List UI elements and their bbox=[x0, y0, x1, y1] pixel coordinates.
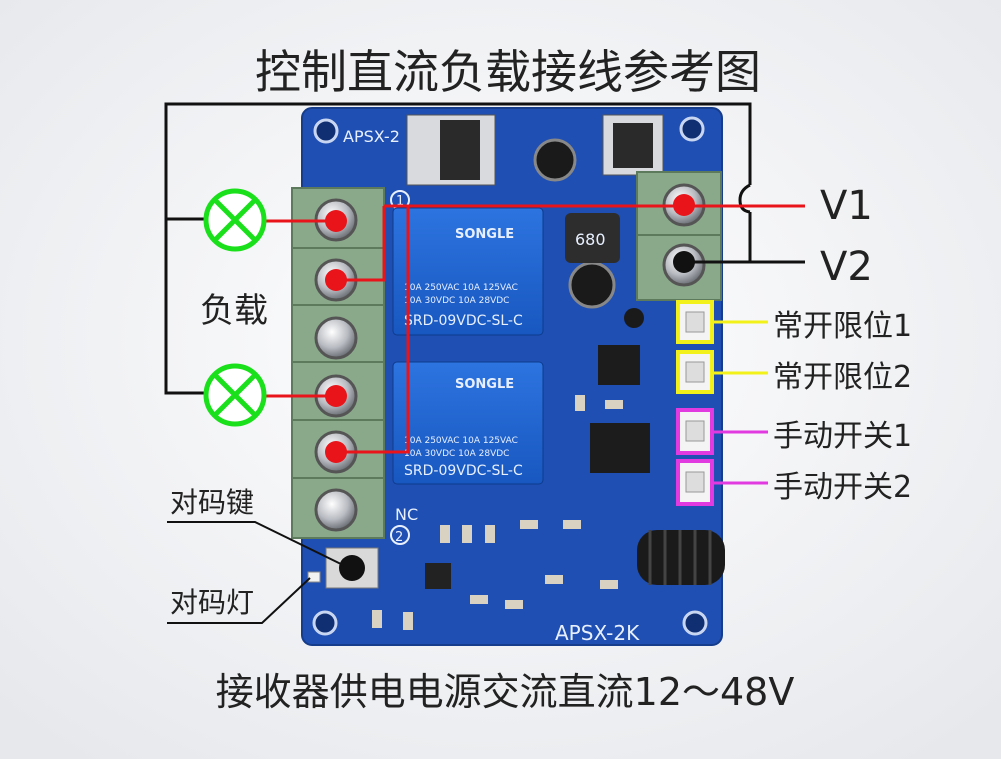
v1-label: V1 bbox=[820, 183, 873, 229]
black-terminal-dot bbox=[673, 251, 695, 273]
load-label: 负载 bbox=[200, 291, 268, 331]
circle-1-label: 1 bbox=[396, 194, 404, 209]
terminal-screw-6 bbox=[314, 488, 358, 532]
antenna-coil bbox=[637, 530, 725, 585]
relay-1-rating2: 10A 30VDC 10A 28VDC bbox=[404, 296, 509, 306]
circle-2-label: 2 bbox=[395, 530, 403, 545]
manual1-label: 手动开关1 bbox=[773, 419, 912, 454]
inductor-label: 680 bbox=[575, 230, 606, 249]
connector-limit2 bbox=[676, 350, 714, 394]
limit2-label: 常开限位2 bbox=[773, 360, 912, 395]
pair-leader-lines bbox=[167, 521, 346, 624]
lamp-icon-1 bbox=[203, 188, 267, 252]
red-terminal-dots bbox=[325, 194, 695, 463]
terminal-screw-3 bbox=[314, 316, 358, 360]
pair-led-label: 对码灯 bbox=[170, 586, 254, 619]
relay-1: SONGLE 10A 250VAC 10A 125VAC 10A 30VDC 1… bbox=[392, 207, 544, 336]
relay-2-rating2: 10A 30VDC 10A 28VDC bbox=[404, 449, 509, 459]
relay-1-part: SRD-09VDC-SL-C bbox=[404, 313, 523, 329]
relay-1-rating1: 10A 250VAC 10A 125VAC bbox=[404, 283, 518, 293]
footer-note: 接收器供电电源交流直流12～48V bbox=[216, 670, 795, 714]
pair-button[interactable] bbox=[325, 547, 379, 589]
pair-led bbox=[307, 571, 321, 583]
relay-2: SONGLE 10A 250VAC 10A 125VAC 10A 30VDC 1… bbox=[392, 361, 544, 485]
output-terminal-block bbox=[291, 187, 385, 539]
manual2-label: 手动开关2 bbox=[773, 470, 912, 505]
board-model-top: APSX-2 bbox=[343, 127, 400, 146]
v2-label: V2 bbox=[820, 244, 873, 290]
nc-label: NC bbox=[395, 505, 418, 524]
limit1-label: 常开限位1 bbox=[773, 309, 912, 344]
manual-lines bbox=[712, 430, 768, 485]
relay-1-brand: SONGLE bbox=[455, 227, 514, 242]
connector-limit1 bbox=[676, 300, 714, 344]
red-wire bbox=[265, 204, 805, 454]
relay-2-part: SRD-09VDC-SL-C bbox=[404, 463, 523, 479]
pair-key-label: 对码键 bbox=[170, 486, 254, 519]
connector-manual2 bbox=[676, 459, 714, 506]
relay-2-brand: SONGLE bbox=[455, 377, 514, 392]
power-terminal-block bbox=[636, 171, 722, 301]
lamp-icon-2 bbox=[203, 363, 267, 427]
page-title: 控制直流负载接线参考图 bbox=[255, 45, 761, 99]
limit-lines bbox=[712, 320, 768, 375]
relay-2-rating1: 10A 250VAC 10A 125VAC bbox=[404, 436, 518, 446]
connector-manual1 bbox=[676, 408, 714, 455]
board-model: APSX-2K bbox=[555, 621, 640, 645]
